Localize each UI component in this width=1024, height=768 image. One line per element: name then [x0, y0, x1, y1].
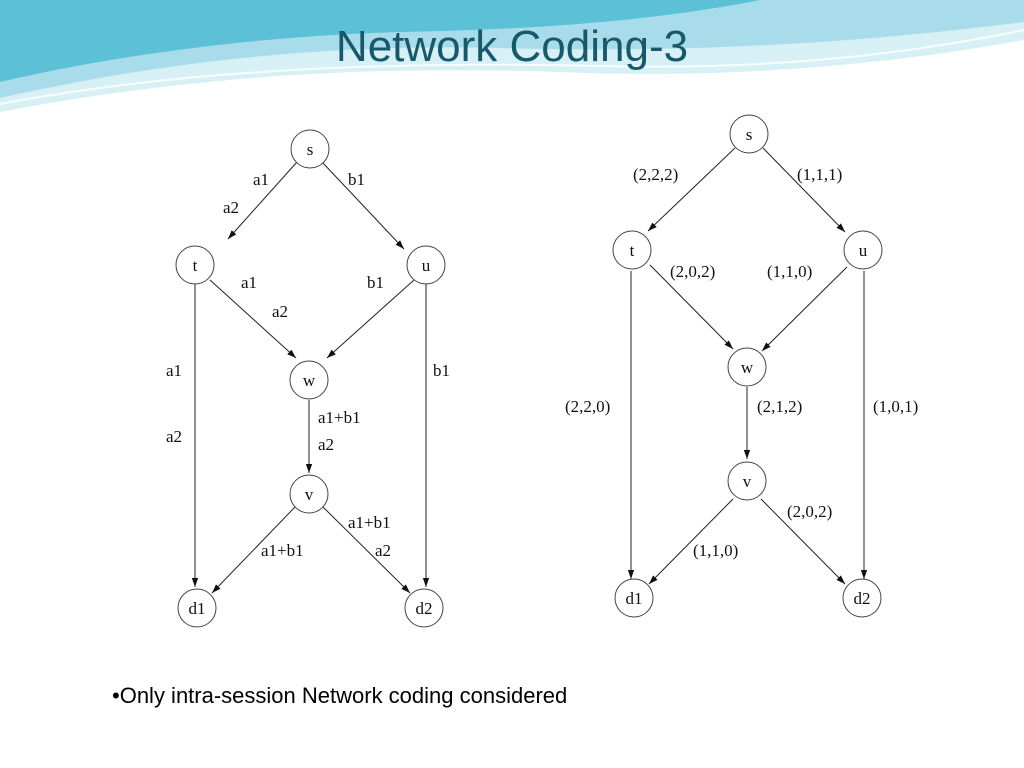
- node-d1: d1: [614, 578, 654, 618]
- edge-u-w: [761, 266, 848, 352]
- edge-label: a1+b1: [261, 541, 304, 560]
- edge-s-u: [321, 161, 405, 250]
- node-t: t: [175, 245, 215, 285]
- edge-label: (1,1,0): [767, 262, 812, 281]
- edge-label: b1: [433, 361, 450, 380]
- flow-diagram: s t u w v d1 d2 (2,2,2) (1,1,1) (2,0,2) …: [555, 95, 947, 635]
- flow-diagram-svg: s t u w v d1 d2 (2,2,2) (1,1,1) (2,0,2) …: [565, 114, 918, 618]
- node-u: u: [843, 230, 883, 270]
- edge-s-t: [647, 147, 736, 232]
- edge-label: a1: [241, 273, 257, 292]
- edge-v-d2: [322, 506, 411, 594]
- slide-title: Network Coding-3: [335, 22, 689, 71]
- edge-v-d1: [211, 506, 296, 594]
- edge-v-d1: [648, 498, 734, 585]
- svg-text:v: v: [305, 485, 314, 504]
- node-d2: d2: [404, 588, 444, 628]
- header-wave-dark: [0, 0, 760, 82]
- edge-label: a2: [272, 302, 288, 321]
- edge-label: (2,0,2): [787, 502, 832, 521]
- svg-text:w: w: [303, 371, 316, 390]
- edge-label: (2,2,2): [633, 165, 678, 184]
- node-v: v: [727, 461, 767, 501]
- routing-diagram-svg: s t u w v d1 d2 a1 a2 b1 a1 a2 b1 a1 a2 …: [166, 129, 450, 628]
- edge-s-u: [762, 147, 846, 233]
- node-w: w: [289, 360, 329, 400]
- edge-label: (1,1,1): [797, 165, 842, 184]
- edge-label: (2,2,0): [565, 397, 610, 416]
- svg-text:d2: d2: [416, 599, 433, 618]
- svg-text:d1: d1: [189, 599, 206, 618]
- node-w: w: [727, 347, 767, 387]
- edge-label: a2: [318, 435, 334, 454]
- edge-label: a1: [253, 170, 269, 189]
- bullet-text: •Only intra-session Network coding consi…: [112, 683, 568, 708]
- svg-text:d2: d2: [854, 589, 871, 608]
- svg-text:u: u: [422, 256, 431, 275]
- edge-label: b1: [348, 170, 365, 189]
- node-s: s: [290, 129, 330, 169]
- svg-text:s: s: [307, 140, 314, 159]
- svg-text:d1: d1: [626, 589, 643, 608]
- edge-s-t: [227, 161, 298, 240]
- edge-label: (2,1,2): [757, 397, 802, 416]
- svg-text:w: w: [741, 358, 754, 377]
- header-wave-line: [0, 29, 1024, 105]
- edge-label: a1+b1: [348, 513, 391, 532]
- edge-label: a1+b1: [318, 408, 361, 427]
- routing-diagram: s t u w v d1 d2 a1 a2 b1 a1 a2 b1 a1 a2 …: [146, 110, 482, 642]
- svg-text:t: t: [630, 241, 635, 260]
- edge-label: a2: [166, 427, 182, 446]
- svg-text:t: t: [193, 256, 198, 275]
- edge-t-w: [649, 264, 734, 350]
- edge-label: (1,1,0): [693, 541, 738, 560]
- edge-label: (1,0,1): [873, 397, 918, 416]
- edge-label: a2: [223, 198, 239, 217]
- edge-label: a1: [166, 361, 182, 380]
- edge-label: a2: [375, 541, 391, 560]
- node-d2: d2: [842, 578, 882, 618]
- svg-text:s: s: [746, 125, 753, 144]
- svg-text:u: u: [859, 241, 868, 260]
- node-t: t: [612, 230, 652, 270]
- node-v: v: [289, 474, 329, 514]
- node-d1: d1: [177, 588, 217, 628]
- edge-label: (2,0,2): [670, 262, 715, 281]
- edge-label: b1: [367, 273, 384, 292]
- edge-t-w: [209, 279, 297, 359]
- node-u: u: [406, 245, 446, 285]
- edge-v-d2: [760, 498, 846, 585]
- edge-u-w: [326, 279, 415, 359]
- svg-text:v: v: [743, 472, 752, 491]
- node-s: s: [729, 114, 769, 154]
